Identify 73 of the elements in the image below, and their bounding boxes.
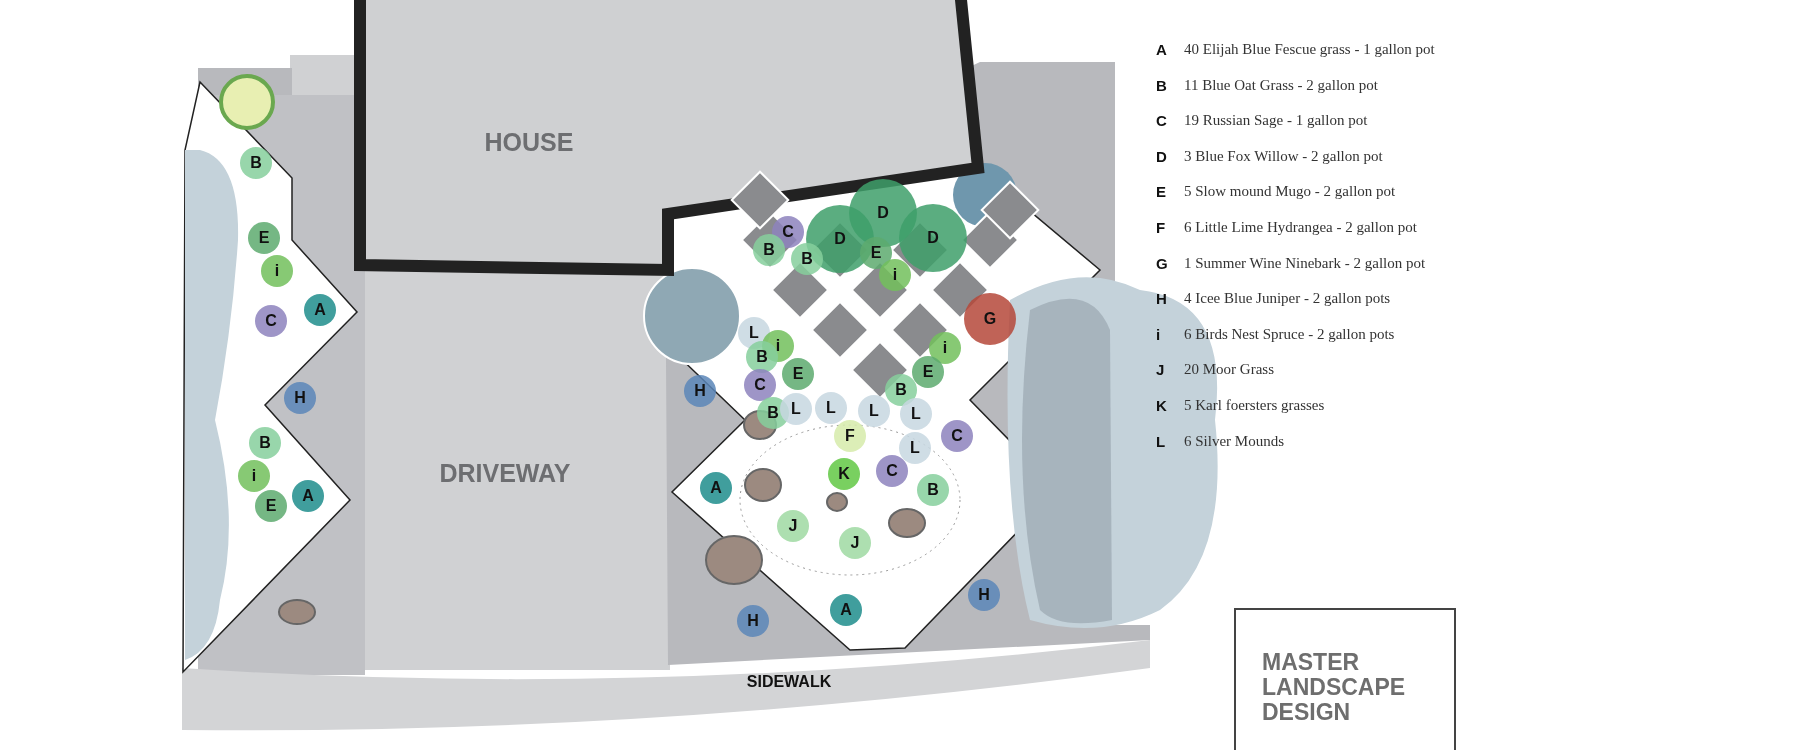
key-letter: H [1156,290,1167,308]
plant-code: B [767,404,779,422]
plant-code: F [845,427,855,445]
plant-code: E [792,365,804,383]
plant-code: H [694,382,706,400]
plant-code: E [265,497,277,515]
key-text: 4 Icee Blue Juniper - 2 gallon pots [1184,290,1391,308]
key-letter: E [1156,183,1166,201]
key-letter: B [1156,76,1167,94]
plant-code: J [788,517,798,535]
area-label: SIDEWALK [746,673,832,691]
key-letter: C [1156,112,1167,130]
plant-code: L [911,405,921,423]
plant-code: E [258,229,270,247]
plant-code: E [922,363,934,381]
plant-code: C [951,427,963,445]
area-label: HOUSE [484,127,574,157]
plant-code: i [775,337,781,355]
key-text: 1 Summer Wine Ninebark - 2 gallon pot [1184,254,1426,272]
plant-code: i [251,467,257,485]
plant-code: J [850,534,860,552]
plant-code: L [826,399,836,417]
plant-code: A [314,301,326,319]
plant-code: H [294,389,306,407]
plant-code: A [710,479,722,497]
plant-code: i [942,339,948,357]
plant-code: B [763,241,775,259]
plant-code: L [869,402,879,420]
key-letter: G [1156,254,1168,272]
key-letter: F [1156,219,1166,236]
key-letter: i [1156,325,1161,343]
key-text: 20 Moor Grass [1184,361,1274,379]
key-text: 5 Karl foersters grasses [1184,397,1325,414]
plant-code: C [886,462,898,480]
key-text: 11 Blue Oat Grass - 2 gallon pot [1184,76,1378,94]
plant-code: A [302,487,314,505]
plant-code: i [892,266,898,284]
plant-code: A [840,601,852,619]
plant-code: E [870,244,882,262]
key-letter: D [1156,147,1167,165]
plant-code: B [259,434,271,452]
plant-code: B [895,381,907,399]
plant-code: L [749,324,759,342]
plant-code: C [754,376,766,394]
plant-code: L [910,439,920,457]
key-letter: L [1156,432,1166,450]
key-text: 3 Blue Fox Willow - 2 gallon pot [1184,147,1383,165]
key-text: 5 Slow mound Mugo - 2 gallon pot [1184,183,1396,201]
title: MASTER LANDSCAPE DESIGN [1262,650,1407,725]
key-text: 40 Elijah Blue Fescue grass - 1 gallon pot [1184,41,1435,58]
plant-code: B [801,250,813,268]
key-text: 6 Little Lime Hydrangea - 2 gallon pot [1184,219,1417,236]
plant-code: G [983,310,997,328]
plant-code: B [250,154,262,172]
plant-code: C [265,312,277,330]
key-text: 6 Silver Mounds [1184,432,1284,450]
plant-code: H [978,586,990,604]
area-label: DRIVEWAY [439,458,571,488]
plant-code: K [838,465,850,483]
plant-code: B [756,348,768,366]
plant-code: D [927,229,939,247]
key-text: 19 Russian Sage - 1 gallon pot [1184,112,1368,130]
plant-code: L [791,400,801,418]
plant-code: D [834,230,846,248]
key-letter: K [1156,397,1167,414]
key-letter: A [1156,41,1167,58]
key-letter: J [1156,361,1165,379]
key-text: 6 Birds Nest Spruce - 2 gallon pots [1184,325,1395,343]
plant-code: C [782,223,794,241]
plant-code: i [274,262,280,280]
plant-code: H [747,612,759,630]
plant-code: D [877,204,889,222]
plant-code: B [927,481,939,499]
